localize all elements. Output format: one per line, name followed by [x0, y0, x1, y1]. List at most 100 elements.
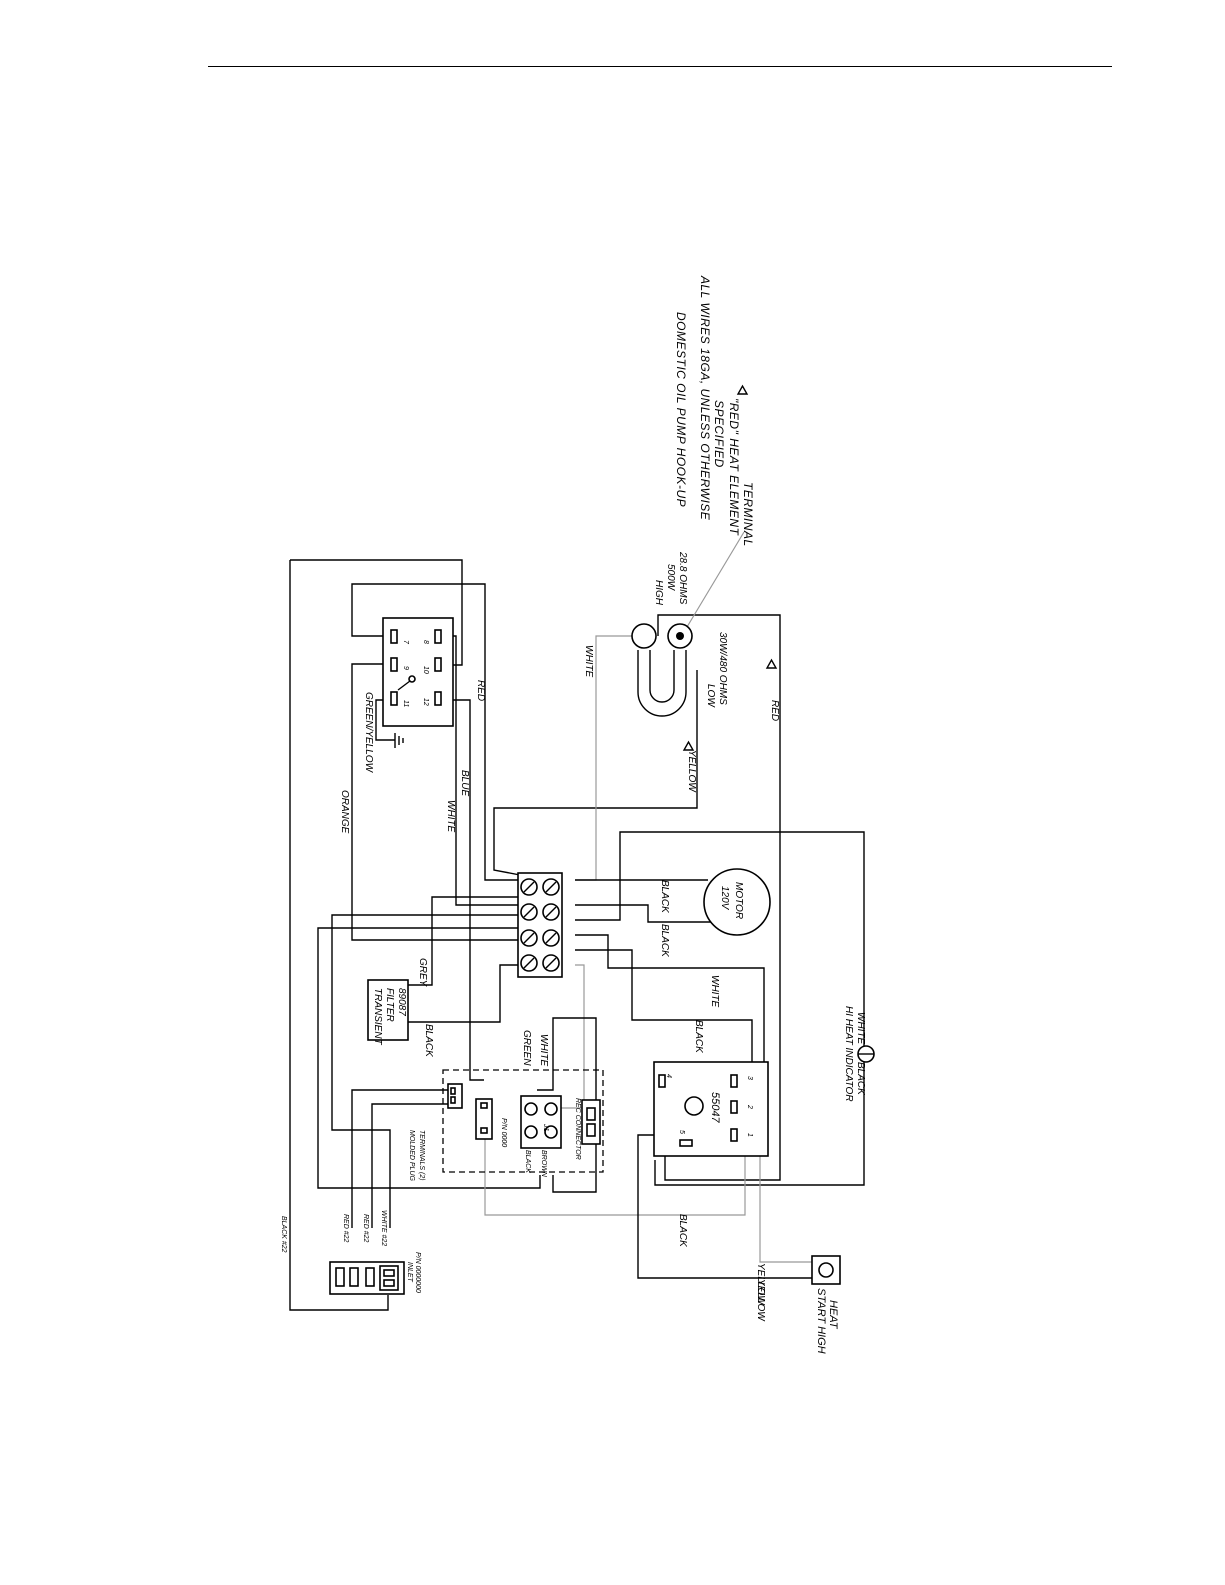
brown-wire-label-module: BROWN [540, 1150, 547, 1178]
element-high-ohms: 28.8 OHMS [677, 551, 688, 605]
j1-pin [544, 1102, 558, 1116]
inlet-label: INLET [406, 1262, 413, 1283]
notes: DOMESTIC OIL PUMP HOOK-UP ALL WIRES 18GA… [674, 275, 755, 547]
wire-label-white-1: WHITE [445, 800, 456, 833]
note-terminal: TERMINAL [741, 482, 755, 547]
molded-plug-pin [450, 1087, 456, 1095]
wire-labels: GREEN/YELLOW ORANGE WHITE BLUE RED WHITE… [280, 645, 780, 1322]
relay-terminal-12 [434, 691, 442, 706]
fuse-pn-label: P/N 0000 [500, 1118, 507, 1147]
wire-label-black-bottom: BLACK [677, 1214, 688, 1248]
thermostat-control: 55047 1 2 3 4 5 [653, 1061, 769, 1157]
switch-label-1: START HIGH [815, 1288, 827, 1354]
hi-heat-indicator: HI HEAT INDICATOR BLACK WHITE [843, 1006, 875, 1102]
note-wires: ALL WIRES 18GA, UNLESS OTHERWISE [698, 275, 712, 521]
inlet-pn-label: P/N 0000000 [414, 1252, 421, 1293]
wire-label-yellow-1: YELLOW [755, 1263, 766, 1306]
wire-label-yellow-2: YELLOW [755, 1279, 766, 1322]
wire-label-red22-1: RED #22 [342, 1214, 349, 1243]
relay-label-7: 7 [402, 640, 409, 645]
red-triangle-marker [765, 658, 778, 669]
relay-label-9: 9 [402, 666, 409, 670]
inlet-pin [335, 1267, 345, 1287]
filter-label-2: FILTER [384, 988, 395, 1022]
relay-terminal-7 [390, 629, 398, 644]
relay-terminal-10 [434, 657, 442, 672]
yellow-triangle-marker [682, 740, 695, 751]
control-terminal-1 [730, 1128, 738, 1142]
relay-label-12: 12 [422, 698, 429, 706]
element-terminal-dot [676, 632, 684, 640]
wire-label-orange: ORANGE [339, 790, 350, 834]
terminal-screws [520, 878, 560, 972]
control-label-2: 2 [746, 1104, 753, 1109]
wire-label-red-a: RED [769, 700, 780, 721]
black-wire-label-module: BLACK [524, 1150, 531, 1173]
rec-connector [581, 1099, 601, 1145]
inlet-pin [365, 1267, 375, 1287]
fuse-holder [475, 1098, 493, 1140]
wire-label-green: GREEN [521, 1030, 532, 1066]
wire-label-white-2: WHITE [583, 645, 594, 678]
rec-connector-pin [586, 1123, 596, 1137]
wire-label-black-motor-2: BLACK [659, 924, 670, 958]
control-terminal-4 [658, 1074, 666, 1088]
relay-label-10: 10 [422, 666, 429, 674]
indicator-white-label: WHITE [855, 1012, 866, 1045]
motor-label-name: MOTOR [733, 882, 744, 919]
wire-label-green-yellow: GREEN/YELLOW [363, 692, 374, 774]
wire-label-grey: GREY [417, 958, 428, 988]
wire-label-white-4: WHITE [538, 1034, 549, 1067]
inlet-pin [349, 1267, 359, 1287]
terminal-block [517, 872, 563, 978]
rec-connector-pin [586, 1107, 596, 1121]
wire-label-white-3: WHITE [709, 975, 720, 1008]
j1-pin [524, 1125, 538, 1139]
molded-plug-pin [450, 1096, 456, 1104]
wire-label-black-filter: BLACK [423, 1024, 434, 1058]
element-low-ohms: 30W/480 OHMS [717, 632, 728, 705]
wire-label-red22-2: RED #22 [362, 1214, 369, 1243]
relay-terminal-8 [434, 629, 442, 644]
j1-label: J1 [542, 1123, 549, 1132]
relay-terminal-9 [390, 657, 398, 672]
element-terminal-white [631, 623, 657, 649]
fuse-contact [480, 1102, 488, 1109]
control-terminal-5 [679, 1139, 693, 1147]
switch-box [811, 1255, 841, 1285]
rec-connector-label: REC CONNECTOR [574, 1098, 581, 1160]
indicator-black-label: BLACK [855, 1062, 866, 1096]
motor-circle [703, 868, 771, 936]
relay-label-8: 8 [422, 640, 429, 644]
relay-pivot [408, 675, 416, 683]
fuse-contact [480, 1127, 488, 1134]
header-rule [208, 66, 1112, 67]
element-high-watts: 500W [665, 564, 676, 592]
inlet-ground-pin [383, 1279, 395, 1287]
wire-label-black22: BLACK #22 [280, 1216, 287, 1253]
molded-plug-label: MOLDED PLUG [408, 1130, 415, 1182]
control-module: MOLDED PLUG TERMINALS (2) P/N 0000 J1 BL… [408, 1069, 604, 1182]
motor: 120V MOTOR [703, 868, 771, 936]
inlet-ground-pin [383, 1269, 395, 1277]
relay-terminal-11 [390, 691, 398, 706]
control-module-outline [442, 1069, 604, 1173]
power-inlet: INLET P/N 0000000 [329, 1252, 421, 1295]
transient-filter-box [367, 979, 409, 1041]
j1-pin [524, 1102, 538, 1116]
switch-label-2: HEAT [827, 1300, 839, 1330]
wires [289, 531, 865, 1311]
control-terminal-3 [730, 1074, 738, 1088]
element-labels: HIGH 500W 28.8 OHMS LOW 30W/480 OHMS [653, 551, 728, 708]
molded-plug-label-2: TERMINALS (2) [418, 1130, 425, 1181]
switch-button [818, 1262, 834, 1278]
wire-label-yellow-a: YELLOW [686, 750, 697, 793]
control-label-3: 3 [746, 1076, 753, 1080]
wire-label-blue: BLUE [459, 770, 470, 796]
heating-element [631, 623, 693, 717]
control-terminal-2 [730, 1100, 738, 1114]
wire-label-black-3: BLACK [693, 1020, 704, 1054]
wire-label-white22: WHITE #22 [380, 1210, 387, 1246]
control-dial [684, 1096, 704, 1116]
